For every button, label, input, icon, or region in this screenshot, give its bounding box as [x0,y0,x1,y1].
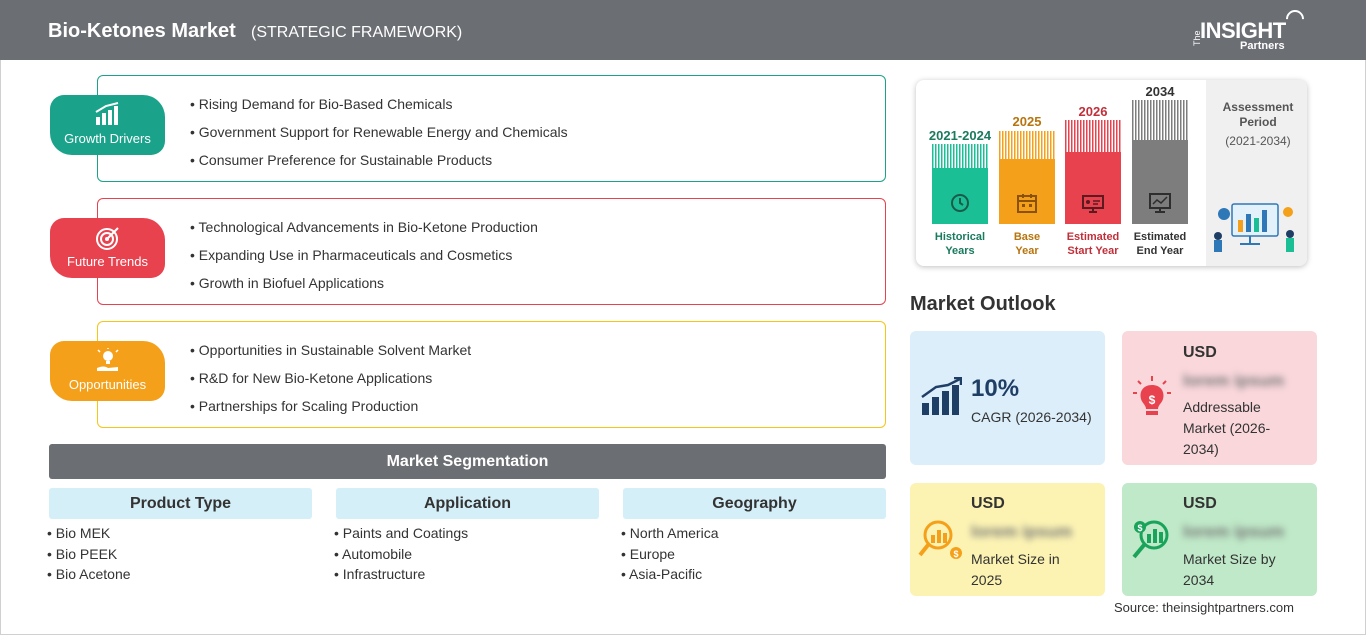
list-item: North America [621,525,886,546]
size2025-value: lorem ipsum [971,522,1073,541]
timeline-year-start: 2026 [1078,104,1108,119]
list-item: Europe [621,546,886,567]
segment-geography: Geography North America Europe Asia-Paci… [623,488,886,587]
analytics-illustration-icon [1214,203,1294,252]
history-icon [951,194,969,212]
list-item: Bio PEEK [47,546,312,567]
timeline-bar-start [1065,120,1121,224]
insight-partners-logo[interactable]: The INSIGHT Partners [1190,6,1310,54]
assessment-period-label: Assessment Period (2021-2034) [1222,100,1294,148]
growth-drivers-box: Rising Demand for Bio-Based Chemicals Go… [97,75,886,182]
header-bar: Bio-Ketones Market (STRATEGIC FRAMEWORK)… [0,0,1366,60]
timeline-year-end: 2034 [1145,84,1175,99]
future-trends-badge: Future Trends [50,218,165,278]
monitor-chart-icon [1149,193,1171,213]
page-subtitle: (STRATEGIC FRAMEWORK) [251,24,463,41]
growth-drivers-badge: Growth Drivers [50,95,165,155]
svg-text:$: $ [953,549,958,559]
addressable-usd: USD [1183,344,1217,361]
size2034-label: Market Size by 2034 [1183,551,1276,588]
badge-label: Opportunities [68,377,147,392]
opportunities-badge: Opportunities [50,341,165,401]
badge-label: Future Trends [67,254,148,269]
addressable-market-card: $ USD lorem ipsum Addressable Market (20… [1122,331,1317,465]
list-item: Bio MEK [47,525,312,546]
opportunities-box: Opportunities in Sustainable Solvent Mar… [97,321,886,428]
list-item: Asia-Pacific [621,566,886,587]
addressable-value: lorem ipsum [1183,371,1285,390]
segment-heading: Product Type [49,488,312,519]
size2034-value: lorem ipsum [1183,522,1285,541]
timeline-bar-base [999,131,1055,224]
size2034-usd: USD [1183,495,1217,512]
logo-arc-icon [1282,6,1308,32]
cagr-card: 10% CAGR (2026-2034) [910,331,1105,465]
segment-product-type: Product Type Bio MEK Bio PEEK Bio Aceton… [49,488,312,587]
list-item: Consumer Preference for Sustainable Prod… [190,152,568,180]
presentation-icon [1082,195,1104,213]
list-item: Rising Demand for Bio-Based Chemicals [190,96,568,124]
list-item: Infrastructure [334,566,599,587]
addressable-label: Addressable Market (2026- 2034) [1183,399,1271,457]
future-trends-box: Technological Advancements in Bio-Ketone… [97,198,886,305]
cagr-label: CAGR (2026-2034) [971,409,1092,425]
list-item: Opportunities in Sustainable Solvent Mar… [190,342,471,370]
badge-label: Growth Drivers [64,131,151,146]
lightbulb-dollar-icon: $ [1133,376,1171,415]
source-citation: Source: theinsightpartners.com [1114,600,1294,615]
list-item: Government Support for Renewable Energy … [190,124,568,152]
list-item: Bio Acetone [47,566,312,587]
svg-text:$: $ [1137,523,1142,533]
magnifier-chart-icon: $ [918,520,962,559]
timeline-year-base: 2025 [1012,114,1042,129]
magnifier-chart-icon: $ [1132,520,1169,559]
segmentation-header: Market Segmentation [49,444,886,479]
list-item: R&D for New Bio-Ketone Applications [190,370,471,398]
future-trends-list: Technological Advancements in Bio-Ketone… [190,219,538,303]
list-item: Growth in Biofuel Applications [190,275,538,303]
calendar-icon [1017,194,1037,213]
timeline-bar-end [1132,100,1188,224]
list-item: Technological Advancements in Bio-Ketone… [190,219,538,247]
page-title: Bio-Ketones Market [48,20,236,42]
segment-heading: Application [336,488,599,519]
growth-drivers-list: Rising Demand for Bio-Based Chemicals Go… [190,96,568,180]
growth-chart-icon [95,102,119,125]
list-item: Automobile [334,546,599,567]
cagr-value: 10% [971,375,1020,402]
size2025-usd: USD [971,495,1005,512]
market-outlook-title: Market Outlook [910,293,1056,315]
size2025-label: Market Size in 2025 [971,551,1060,588]
market-size-2034-card: $ USD lorem ipsum Market Size by 2034 [1122,483,1317,596]
list-item: Paints and Coatings [334,525,599,546]
list-item: Expanding Use in Pharmaceuticals and Cos… [190,247,538,275]
timeline-year-historical: 2021-2024 [928,128,992,143]
opportunities-list: Opportunities in Sustainable Solvent Mar… [190,342,471,426]
svg-text:$: $ [1149,393,1156,407]
segment-heading: Geography [623,488,886,519]
segment-application: Application Paints and Coatings Automobi… [336,488,599,587]
target-icon [96,227,119,250]
market-size-2025-card: $ USD lorem ipsum Market Size in 2025 [910,483,1105,596]
list-item: Partnerships for Scaling Production [190,398,471,426]
lightbulb-hand-icon [97,348,119,371]
growth-chart-icon [921,377,962,415]
